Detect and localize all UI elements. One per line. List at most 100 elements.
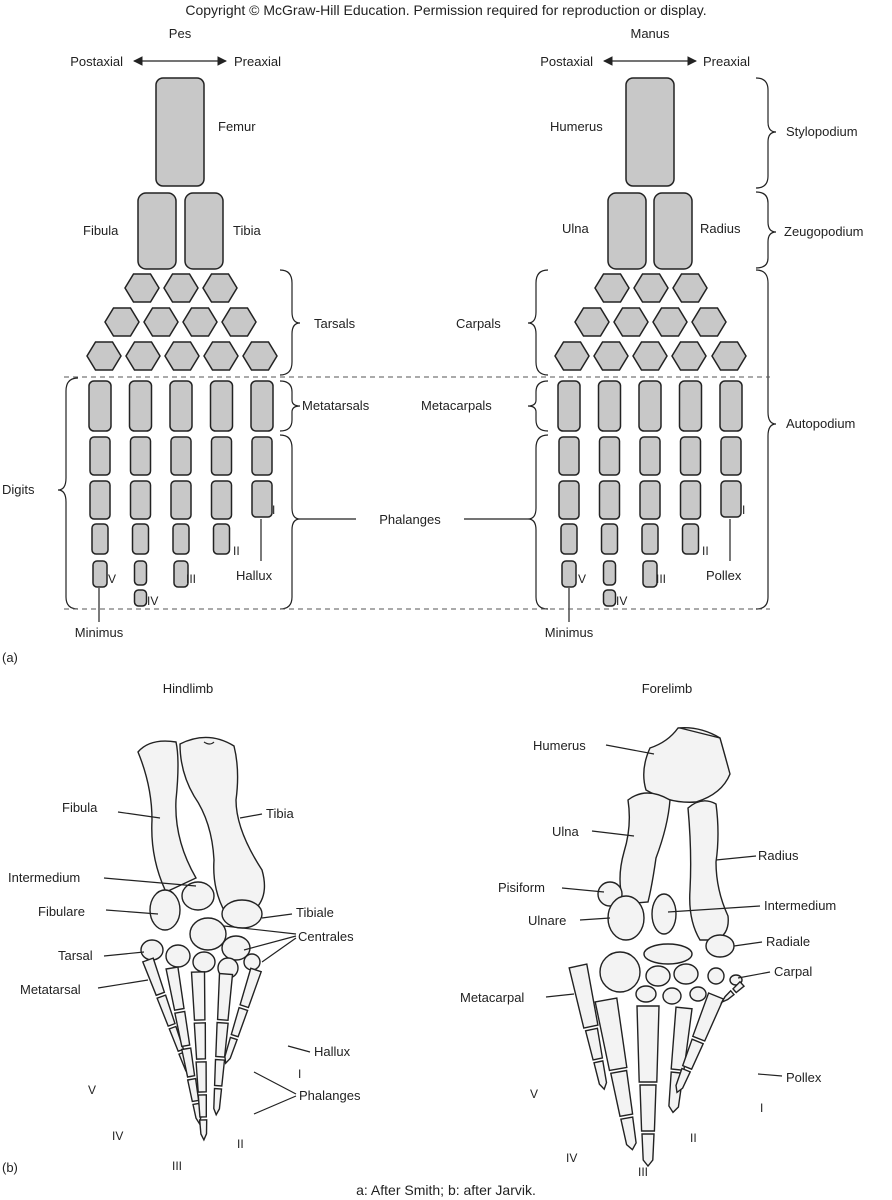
metapodial-bone — [638, 380, 662, 432]
fore-ulna-pointer — [591, 830, 635, 837]
hind-phalanges-pointer-b — [253, 1095, 297, 1115]
fore-digit-segment — [670, 1006, 693, 1072]
tarsal-hex — [202, 273, 238, 303]
carpals-label: Carpals — [456, 316, 501, 331]
carpal-hex — [594, 273, 630, 303]
phalanx-bone — [91, 523, 109, 555]
fore-carpal-element — [689, 986, 707, 1002]
fore-numeral-iii: III — [638, 1165, 648, 1179]
phalanx-bone — [212, 523, 231, 555]
hallux-label: Hallux — [236, 568, 273, 583]
hind-digit-segment — [216, 972, 234, 1022]
fore-digit-segment — [593, 1060, 608, 1091]
autopodium-brace — [755, 269, 777, 610]
phalanx-bone — [639, 436, 661, 476]
pes-preaxial-label: Preaxial — [234, 54, 281, 69]
hind-digit-segment — [180, 1047, 196, 1078]
metapodial-bone — [209, 380, 234, 432]
phalanx-bone — [251, 480, 273, 518]
fibulare-label: Fibulare — [38, 904, 85, 919]
pes-numeral-iv: IV — [147, 594, 158, 608]
phalanx-bone — [129, 480, 152, 520]
phalanx-bone — [561, 560, 577, 588]
humerus-bone — [625, 77, 675, 187]
metacarpal-pointer — [545, 993, 575, 998]
fore-radius-bone — [687, 800, 729, 941]
fore-carpal-element — [662, 987, 682, 1005]
tarsal-hex — [104, 307, 140, 337]
manus-minimus-label: Minimus — [545, 625, 594, 640]
hind-carpal-element — [140, 939, 164, 961]
hind-numeral-v: V — [88, 1083, 96, 1097]
fore-digit-segment — [594, 997, 628, 1072]
fore-digit-segment — [584, 1027, 604, 1061]
carpal-hex — [672, 273, 708, 303]
metapodial-bone — [557, 380, 581, 432]
hindlimb-title: Hindlimb — [163, 681, 214, 696]
manus-preaxial-label: Preaxial — [703, 54, 750, 69]
humerus-label: Humerus — [550, 119, 603, 134]
hind-intermedium-pointer — [103, 877, 197, 887]
centrales-pointer-b — [243, 935, 297, 951]
hind-digit-segment — [213, 1087, 223, 1117]
metapodial-bone — [250, 380, 274, 432]
carpal-hex — [711, 341, 747, 371]
tarsal-hex — [242, 341, 278, 371]
hind-digit-segment — [224, 1036, 239, 1065]
pes-numeral-ii: II — [233, 544, 240, 558]
carpal-pointer — [737, 971, 771, 979]
pes-numeral-i: I — [272, 503, 275, 517]
tarsal-hex — [125, 341, 161, 371]
tarsal-hex — [182, 307, 218, 337]
manus-numeral-ii: II — [702, 544, 709, 558]
tarsal-hex — [203, 341, 239, 371]
pes-digit-bones — [88, 380, 274, 607]
fore-digit-segment — [609, 1069, 634, 1118]
metacarpals-label: Metacarpals — [421, 398, 492, 413]
hind-digit-segment — [174, 1010, 191, 1048]
manus-phalanges-bracket — [527, 434, 549, 610]
hind-carpal-element — [149, 889, 181, 931]
pes-phalanges-bracket — [279, 434, 301, 610]
carpal-hex — [671, 341, 707, 371]
fore-digit-segment — [681, 1038, 705, 1071]
hind-intermedium-label: Intermedium — [8, 870, 80, 885]
hind-digit-segment — [230, 1006, 249, 1038]
fore-carpal-element — [607, 895, 645, 941]
figure-credit: a: After Smith; b: after Jarvik. — [356, 1182, 536, 1198]
radiale-pointer — [733, 941, 763, 947]
tibiale-pointer — [261, 913, 293, 919]
phalanx-bone — [133, 560, 148, 586]
phalanx-bone — [210, 480, 233, 520]
phalanx-bone — [129, 436, 152, 476]
fore-carpal-element — [599, 951, 641, 993]
metatarsals-label: Metatarsals — [302, 398, 370, 413]
hind-digit-segment — [215, 1021, 229, 1058]
fore-carpal-element — [645, 965, 671, 987]
carpal-hex — [613, 307, 649, 337]
hind-tibia-bone — [179, 736, 266, 915]
pisiform-label: Pisiform — [498, 880, 545, 895]
forelimb-illustration: Forelimb Humerus Ulna Radius Pisiform Ul… — [460, 681, 836, 1179]
phalanx-bone — [251, 436, 273, 476]
manus-numeral-iii: III — [656, 572, 666, 586]
phalanx-bone — [598, 480, 621, 520]
fore-digit-segment — [720, 989, 736, 1004]
pes-postaxial-label: Postaxial — [70, 54, 123, 69]
ulnare-pointer — [579, 917, 611, 921]
centrales-pointer-c — [261, 937, 297, 963]
carpal-hex — [632, 341, 668, 371]
metapodial-bone — [128, 380, 153, 432]
femur-bone — [155, 77, 205, 187]
hind-fibula-label: Fibula — [62, 800, 98, 815]
ulnare-label: Ulnare — [528, 913, 566, 928]
fore-carpal-element — [707, 967, 725, 985]
manus-title: Manus — [630, 26, 670, 41]
hind-digit-segment — [195, 1061, 207, 1093]
fore-carpal-element — [651, 893, 677, 935]
metatarsal-pointer — [97, 979, 149, 989]
metapodial-bone — [169, 380, 193, 432]
phalanges-label: Phalanges — [379, 512, 441, 527]
phalanx-bone — [558, 480, 580, 520]
phalanx-bone — [639, 480, 661, 520]
